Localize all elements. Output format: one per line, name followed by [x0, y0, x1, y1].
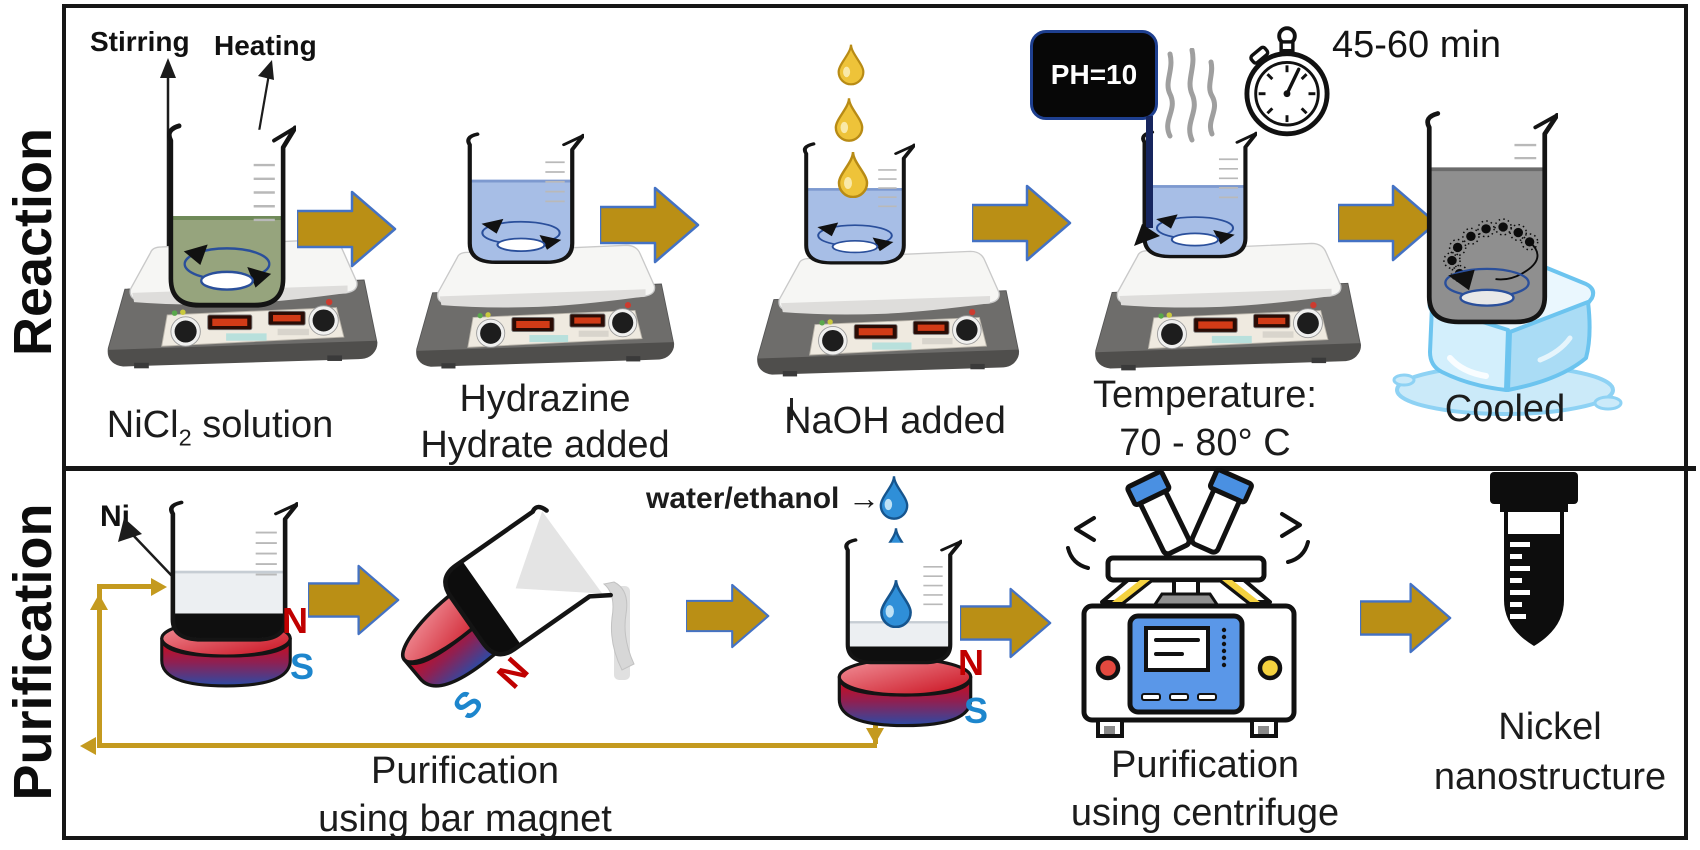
- centrifuge-icon: [1066, 468, 1310, 738]
- diagram-frame: [62, 4, 1688, 840]
- beaker-nicl2: [158, 120, 296, 316]
- beaker-hydrazine: [458, 130, 584, 270]
- magnet-north-label: N: [282, 600, 308, 641]
- timer-label: 45-60 min: [1332, 24, 1501, 66]
- loop-line-bottom: [97, 743, 877, 748]
- caption-nicl2-suffix: solution: [191, 404, 334, 446]
- naoh-tick: [790, 398, 793, 420]
- purification-row-label: Purification: [3, 503, 63, 801]
- flow-arrow-6: [686, 580, 770, 652]
- naoh-droplet-icon: [834, 98, 864, 142]
- steam-icon: [1165, 48, 1218, 143]
- water-droplet-icon: [879, 476, 909, 520]
- caption-hydrazine-1: Hydrazine: [459, 378, 631, 420]
- pour-stream: [602, 581, 635, 671]
- flow-arrow-8: [1360, 582, 1452, 654]
- caption-centrifuge-2: using centrifuge: [1070, 792, 1340, 834]
- caption-naoh: NaOH added: [784, 400, 1006, 442]
- loop-arrowhead-down: [866, 728, 884, 744]
- ph-probe-tip: [1134, 224, 1160, 246]
- beaker-ph: [1133, 128, 1257, 264]
- naoh-droplet-icon: [837, 44, 865, 86]
- flow-arrow-3: [972, 184, 1072, 262]
- heating-label: Heating: [214, 30, 317, 61]
- caption-nicl2: NiCl2 solution: [75, 404, 365, 452]
- beaker-tilted: [443, 504, 613, 657]
- loop-arrowhead-left: [80, 737, 96, 755]
- caption-nicl2-sub: 2: [178, 424, 192, 451]
- caption-centrifuge-1: Purification: [1111, 744, 1299, 786]
- caption-product-2: nanostructure: [1433, 756, 1667, 798]
- centrifuge-tube-right: [1189, 468, 1254, 555]
- caption-bar-magnet-2: using bar magnet: [318, 798, 612, 840]
- caption-nicl2-prefix: NiCl: [106, 404, 179, 446]
- beaker-sediment-2: [836, 536, 962, 670]
- caption-hydrazine-2: Hydrate added: [420, 424, 670, 466]
- beaker-naoh: [802, 141, 915, 265]
- flow-arrow-7: [960, 584, 1052, 662]
- loop-arrowhead-right: [151, 578, 167, 596]
- caption-bar-magnet-1: Purification: [371, 750, 559, 792]
- beaker-sediment-1: [160, 498, 298, 648]
- water-ethanol-arrow-icon: →: [848, 480, 880, 516]
- row-divider: [62, 466, 1696, 471]
- water-ethanol-label: water/ethanol: [646, 482, 840, 515]
- centrifuge-tube-left: [1125, 469, 1192, 557]
- stirring-label: Stirring: [90, 26, 190, 57]
- ph-meter-display: PH=10: [1030, 30, 1158, 120]
- beaker-cooled: [1425, 111, 1558, 325]
- water-droplet-icon: [880, 579, 912, 628]
- magnet-north-label: N: [958, 642, 984, 683]
- ph-probe: [1146, 116, 1153, 228]
- loop-line-vertical: [97, 586, 102, 746]
- decanting-scene: [389, 504, 635, 703]
- flow-arrow-2: [600, 186, 700, 264]
- loop-line-top: [97, 584, 155, 589]
- reaction-row-label: Reaction: [3, 127, 63, 357]
- stopwatch-icon: [1244, 26, 1330, 137]
- magnet-south-label: S: [290, 646, 315, 687]
- caption-temperature-1: Temperature:: [1093, 374, 1317, 416]
- nanoparticle-chain: [1443, 218, 1539, 283]
- caption-product-1: Nickel: [1498, 706, 1602, 748]
- falcon-tube-icon: [1490, 472, 1578, 646]
- caption-cooled: Cooled: [1444, 388, 1566, 430]
- caption-temperature-2: 70 - 80° C: [1119, 422, 1291, 464]
- naoh-droplet-icon: [837, 151, 869, 198]
- loop-arrowhead-up: [90, 594, 108, 610]
- flow-arrow-1: [297, 190, 397, 268]
- magnet-south-label: S: [964, 690, 989, 731]
